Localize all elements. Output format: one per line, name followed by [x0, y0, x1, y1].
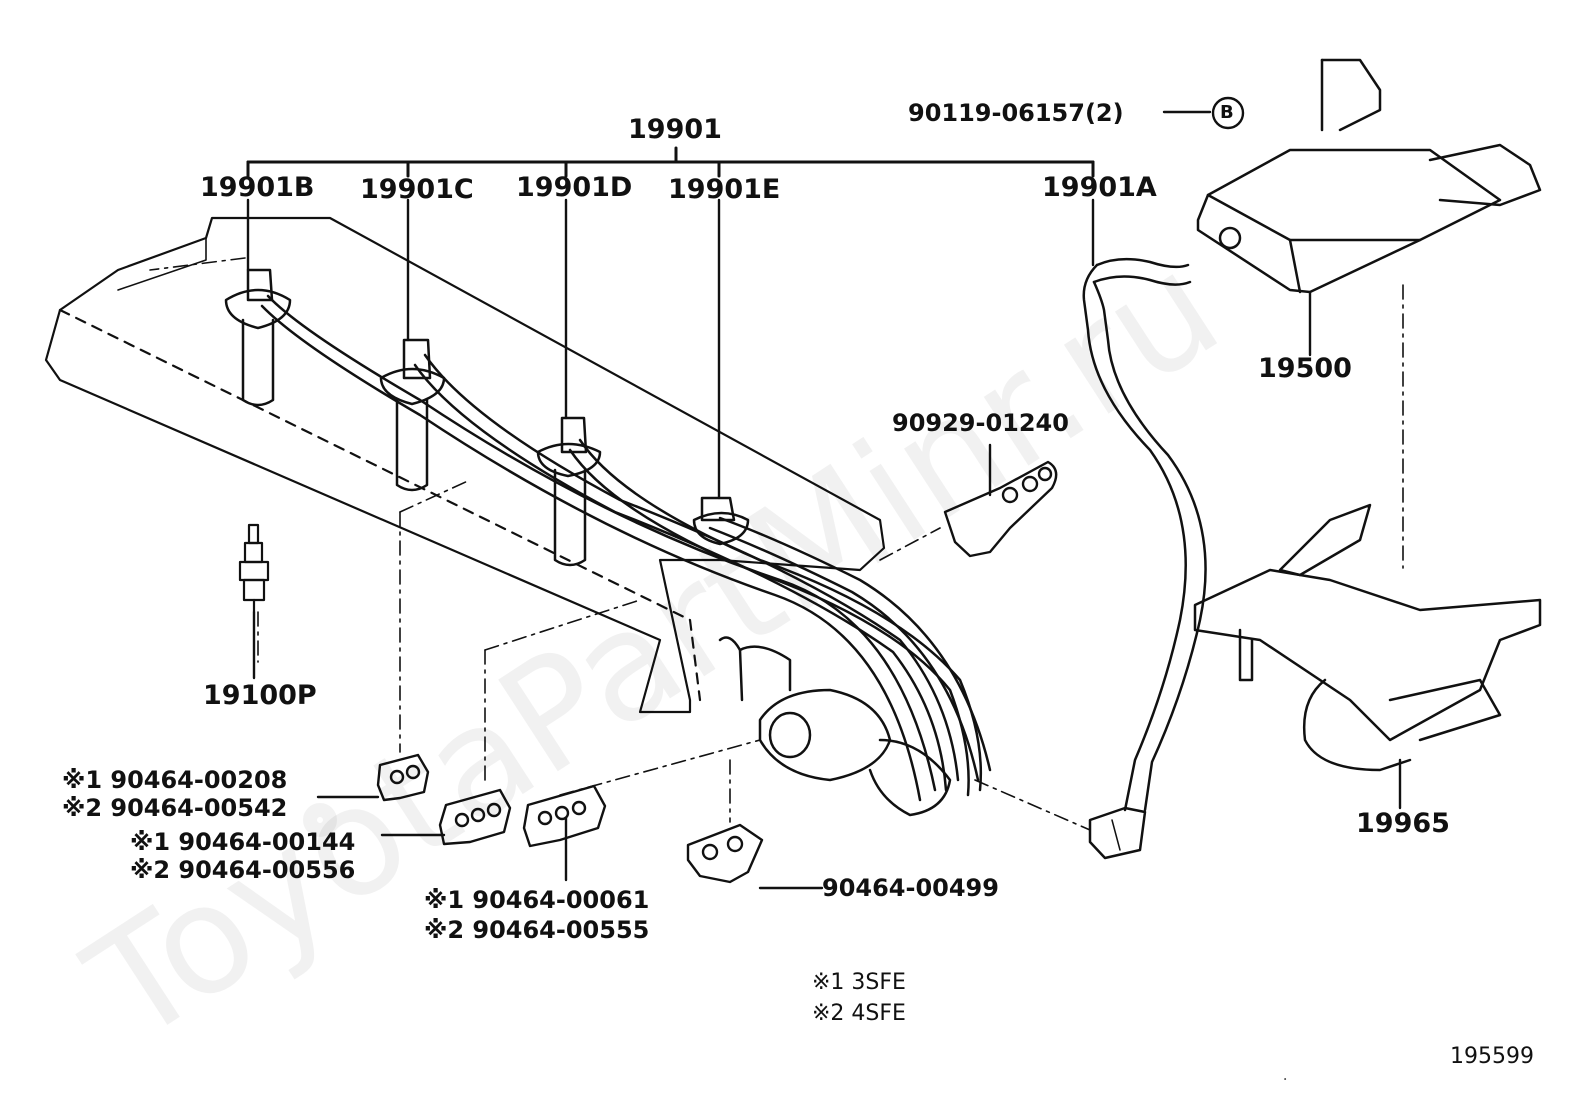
label-bolt: 90119-06157(2) [908, 99, 1124, 127]
plug-tube-3 [536, 416, 602, 567]
coil-cord [1082, 257, 1207, 860]
cord-clamp-4 [686, 823, 764, 884]
plug-tube-4 [692, 496, 750, 546]
cord-holder [943, 460, 1058, 558]
valve-cover [44, 216, 886, 714]
spark-plug [238, 523, 270, 614]
plug-tube-2 [379, 338, 446, 492]
cord-clamp-3 [522, 784, 607, 848]
leader-lines [149, 257, 1404, 1080]
label-clamp-b1: ※1 90464-00144 [130, 828, 356, 856]
label-clamp-c1: ※1 90464-00061 [424, 886, 650, 914]
label-spark-plug: 19100P [203, 680, 317, 711]
label-leaders [246, 110, 1402, 890]
label-clamp-a2: ※2 90464-00542 [62, 794, 288, 822]
assembly-bracket [246, 146, 1095, 178]
label-clamp-b2: ※2 90464-00556 [130, 856, 356, 884]
label-cord-e: 19901E [668, 174, 781, 205]
label-cord-a: 19901A [1042, 172, 1157, 203]
distributor [718, 636, 952, 817]
label-bracket: 19965 [1356, 808, 1450, 839]
cord-clamp-2 [438, 788, 512, 846]
label-cord-d: 19901D [516, 172, 633, 203]
coil-bracket [1193, 503, 1542, 772]
label-cord-c: 19901C [360, 174, 474, 205]
label-cord-holder: 90929-01240 [892, 409, 1069, 437]
label-cord-b: 19901B [200, 172, 315, 203]
ignition-coil [1196, 58, 1542, 294]
label-coil: 19500 [1258, 353, 1352, 384]
reference-circle [1211, 96, 1245, 130]
label-clamp-a1: ※1 90464-00208 [62, 766, 288, 794]
diagram-number: 195599 [1450, 1044, 1534, 1069]
plug-tube-1 [224, 268, 292, 407]
ignition-cords [260, 294, 992, 802]
label-ref-circle: B [1220, 102, 1234, 123]
note-2: ※2 4SFE [812, 1001, 906, 1026]
label-clamp-c2: ※2 90464-00555 [424, 916, 650, 944]
watermark-mark [303, 803, 337, 837]
label-clamp-d: 90464-00499 [822, 874, 999, 902]
note-1: ※1 3SFE [812, 970, 906, 995]
label-assembly: 19901 [628, 114, 722, 145]
cord-clamp-1 [376, 753, 430, 802]
